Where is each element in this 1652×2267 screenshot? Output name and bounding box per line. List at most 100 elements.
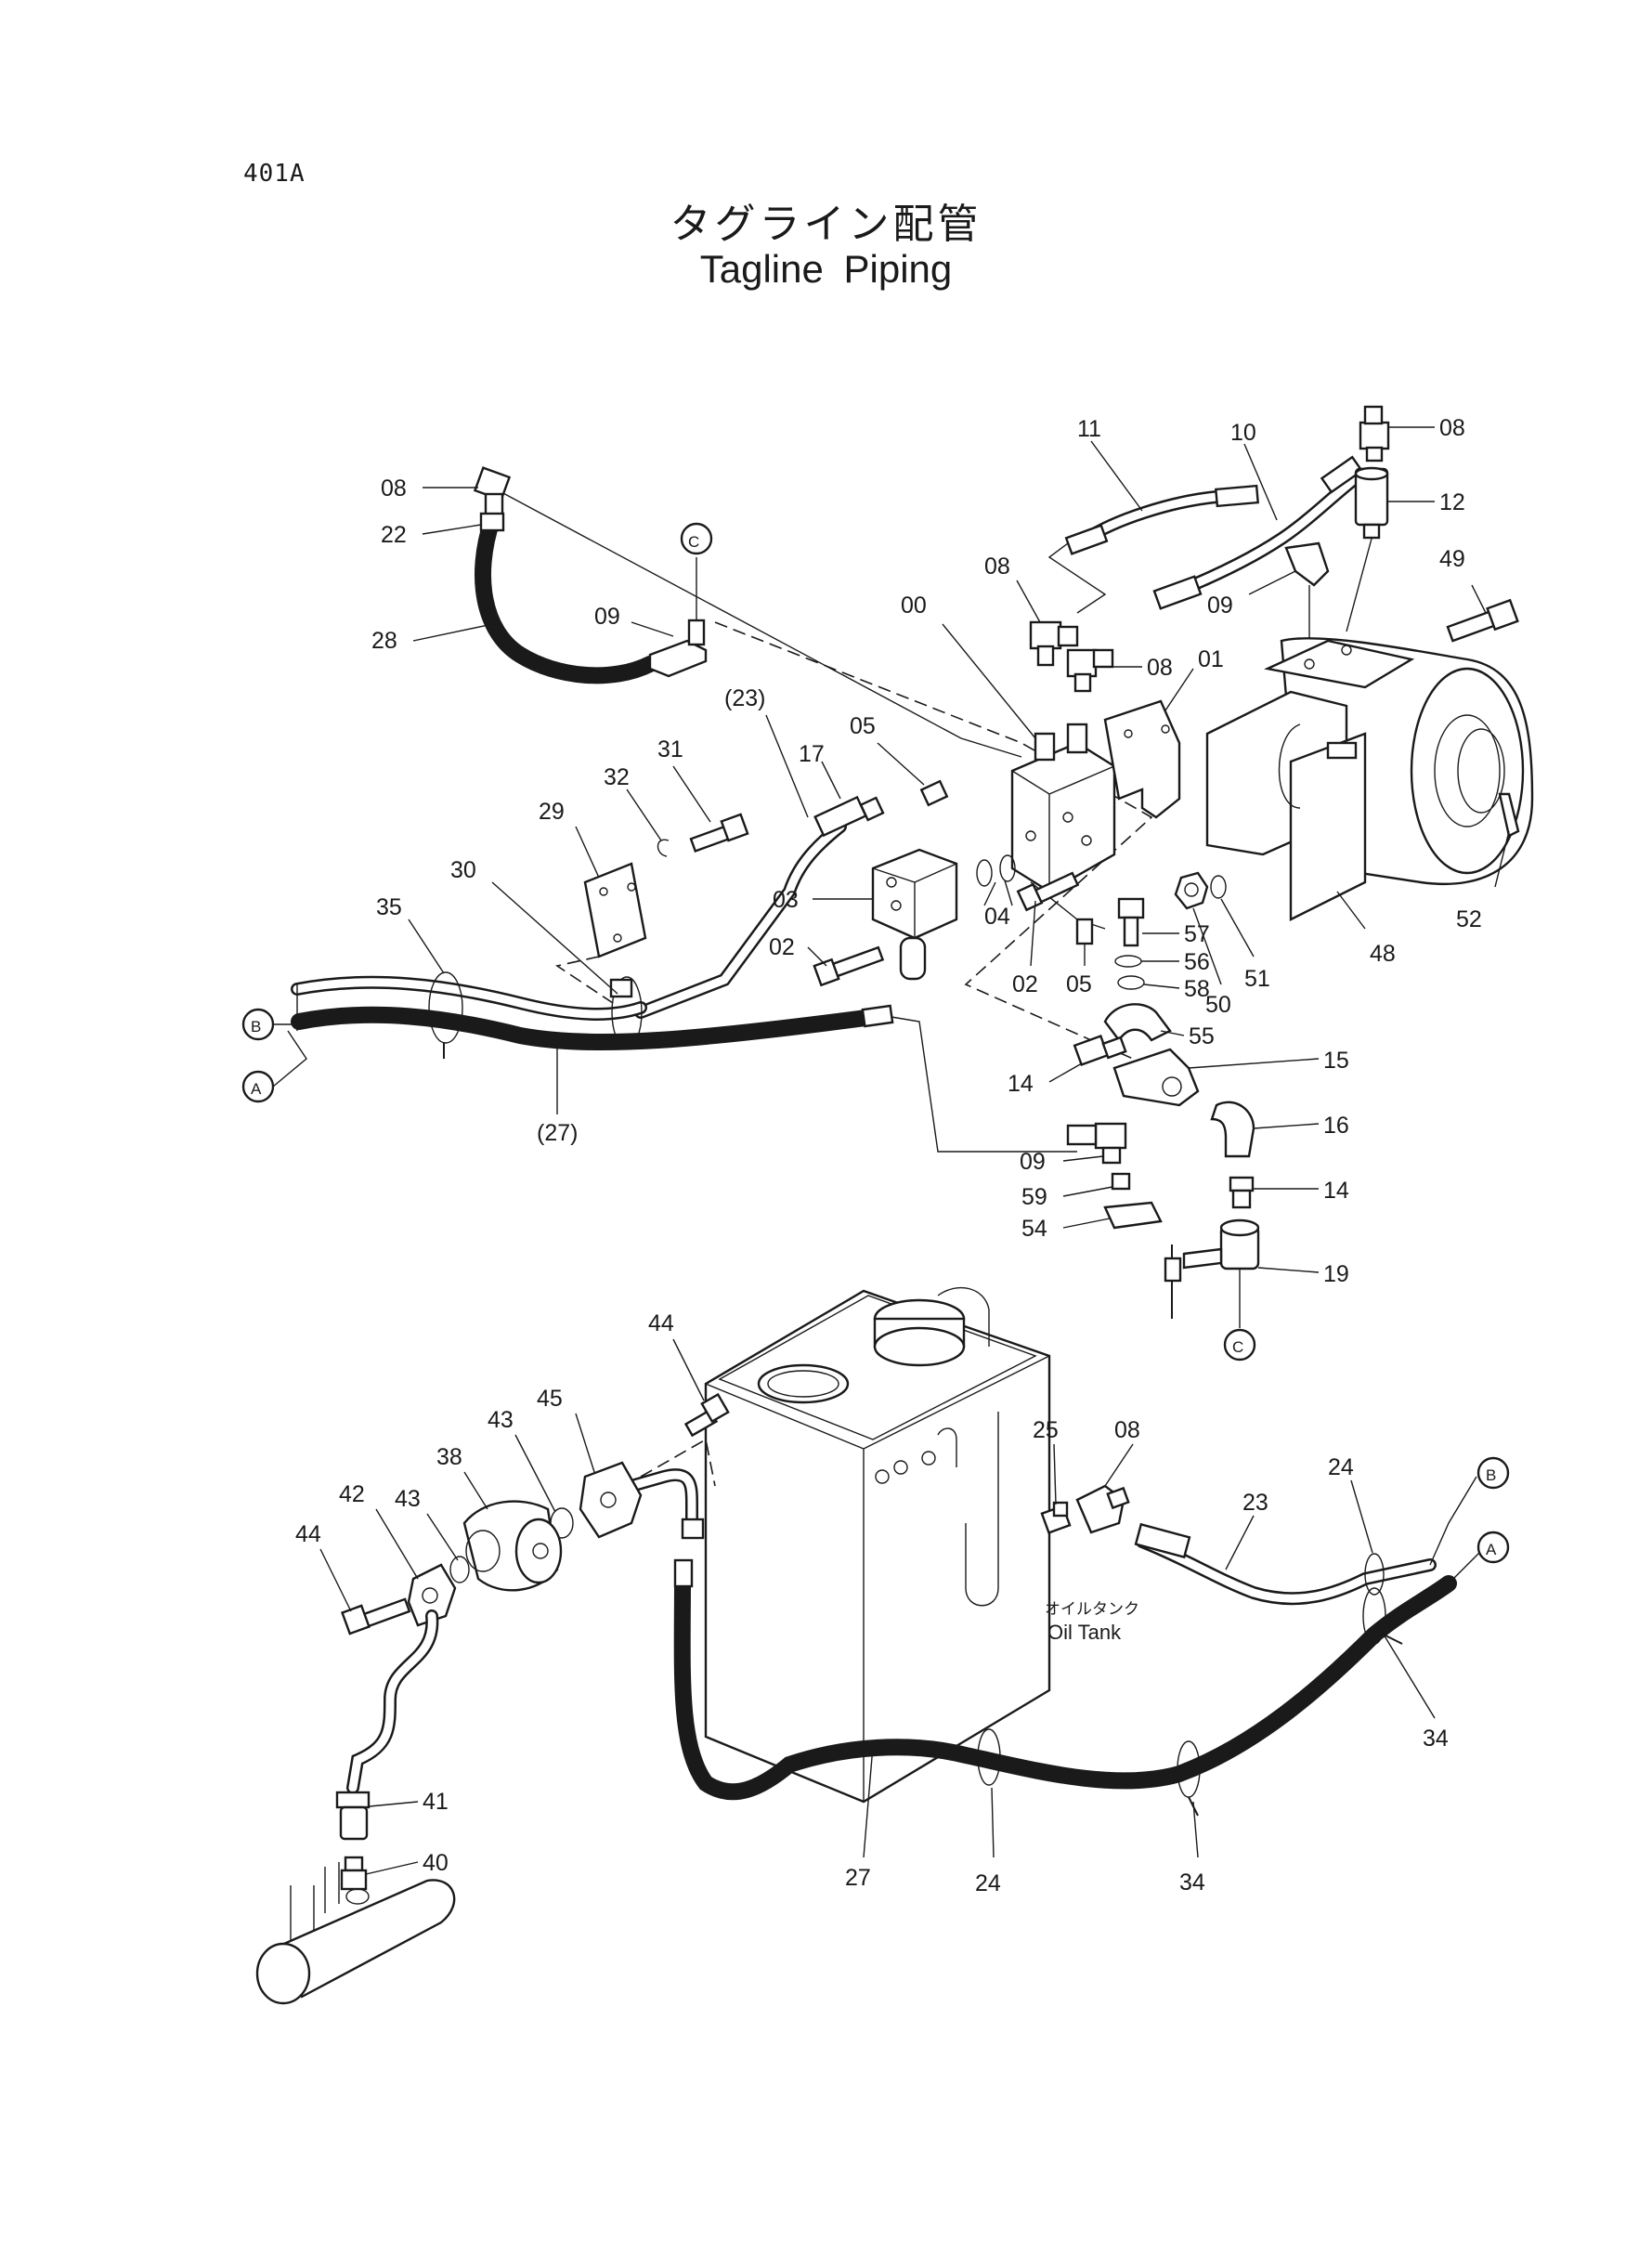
- hose-23-lower-end: [1134, 1522, 1191, 1559]
- title-japanese: タグライン配管: [670, 201, 982, 248]
- callout-10: 10: [1230, 420, 1256, 446]
- callout-24-lower: 24: [975, 1870, 1001, 1896]
- plug-59: [1111, 1172, 1131, 1191]
- tee-09-left: [648, 619, 708, 678]
- elbow-08-center-b: [1066, 648, 1114, 693]
- hose-27-lower: [673, 1570, 1457, 1801]
- callout-24-upper: 24: [1328, 1454, 1354, 1480]
- callout-01: 01: [1198, 646, 1224, 672]
- valve-block: [1010, 741, 1116, 893]
- valve-19: [1164, 1218, 1260, 1319]
- callout-42: 42: [339, 1481, 365, 1507]
- manifold: [255, 1862, 456, 2005]
- connector-a-right: [1476, 1531, 1510, 1564]
- bolt-44-top: [683, 1392, 730, 1438]
- hose-27-end: [861, 1004, 894, 1028]
- callout-05-lower: 05: [1066, 971, 1092, 997]
- plate-01: [1103, 699, 1181, 819]
- elbow-08-center: [1029, 620, 1079, 667]
- callout-17: 17: [799, 741, 825, 767]
- plate-29-guide: [554, 956, 614, 1004]
- callout-34-lower: 34: [1179, 1870, 1205, 1896]
- washer-58: [1117, 975, 1145, 990]
- oring-04-b: [999, 854, 1016, 882]
- elbow-09-lower: [1066, 1122, 1127, 1165]
- hose-11-leader: [1047, 542, 1107, 614]
- bolt-57: [1117, 897, 1145, 947]
- adapter-17: [813, 795, 885, 838]
- elbow-08-tank: [1075, 1484, 1130, 1534]
- bolt-44-left: [341, 1597, 411, 1635]
- plug-05-top: [919, 779, 949, 807]
- oil-tank: [704, 1286, 1051, 1804]
- washer-51: [1210, 875, 1227, 899]
- filter-12: [1354, 466, 1389, 540]
- callout-04: 04: [984, 904, 1010, 930]
- callout-03: 03: [773, 887, 799, 913]
- callout-11: 11: [1077, 416, 1101, 442]
- clamp-34-upper: [1362, 1587, 1386, 1645]
- hose-11: [1080, 490, 1223, 545]
- connector-b-right: [1476, 1456, 1510, 1490]
- adapter-14-upper: [1073, 1034, 1127, 1067]
- connector-c-top-label: C: [688, 533, 699, 551]
- callout-58: 58: [1184, 976, 1210, 1002]
- callout-25: 25: [1033, 1417, 1059, 1443]
- callout-02-left: 02: [769, 934, 795, 960]
- callout-32: 32: [604, 764, 630, 790]
- connector-a-right-label: A: [1486, 1541, 1497, 1558]
- page-code: 401A: [243, 160, 306, 188]
- elbow-08-left: [473, 466, 512, 516]
- washer-32: [657, 839, 670, 857]
- callout-08: 08: [381, 476, 407, 502]
- bolt-31: [689, 813, 749, 853]
- guide-line: [501, 491, 1022, 758]
- callout-08-tank: 08: [1114, 1417, 1140, 1443]
- adapter-14-lower: [1229, 1176, 1255, 1209]
- hose-10: [1164, 472, 1362, 601]
- callout-44-top: 44: [648, 1310, 674, 1336]
- callout-49: 49: [1439, 546, 1465, 572]
- flange-42: [407, 1563, 457, 1627]
- callout-43-left: 43: [395, 1486, 421, 1512]
- fitting-00-a: [1034, 732, 1056, 762]
- hose-a-bundle: [291, 1006, 881, 1051]
- oring-04-a: [976, 859, 993, 887]
- cover-03: [871, 848, 958, 981]
- callout-57: 57: [1184, 921, 1210, 947]
- callout-29: 29: [539, 799, 565, 825]
- hose-10-end-b: [1320, 455, 1364, 494]
- callout-44-left: 44: [295, 1521, 321, 1547]
- callout-05: 05: [850, 713, 876, 739]
- hose-b-bundle: [291, 975, 647, 1021]
- bolt-49: [1446, 598, 1519, 643]
- fitting-00-b: [1066, 723, 1088, 754]
- callout-14-upper: 14: [1008, 1071, 1034, 1097]
- plate-54: [1103, 1201, 1163, 1230]
- connector-c-top: [680, 522, 713, 555]
- callout-02-right: 02: [1012, 971, 1038, 997]
- hose-11-end-a: [1064, 524, 1109, 555]
- suction-pipe-end: [681, 1518, 705, 1540]
- bracket-48: [1205, 690, 1367, 921]
- callout-28: 28: [371, 628, 397, 654]
- callout-35: 35: [376, 894, 402, 920]
- flange-45: [579, 1461, 643, 1539]
- connector-a-left-label: A: [251, 1080, 262, 1098]
- callout-51: 51: [1244, 966, 1270, 992]
- clamp-55: [1103, 1003, 1172, 1043]
- callout-09: 09: [594, 604, 620, 630]
- callout-52: 52: [1456, 906, 1482, 932]
- callout-59: 59: [1021, 1184, 1047, 1210]
- callout-56: 56: [1184, 949, 1210, 975]
- guide-line-hose: [891, 1016, 1077, 1153]
- clamp-24-lower: [977, 1728, 1001, 1786]
- callout-30: 30: [450, 857, 476, 883]
- clamp-35: [428, 971, 463, 1044]
- suction-line: [346, 1609, 439, 1794]
- callout-08-top-right: 08: [1439, 415, 1465, 441]
- callout-labels: 08 22 28 09 (23) 17 05 31 32 29 30: [295, 415, 1510, 1896]
- guide-line-dashed: [714, 621, 1153, 1060]
- callout-09-lower: 09: [1020, 1149, 1046, 1175]
